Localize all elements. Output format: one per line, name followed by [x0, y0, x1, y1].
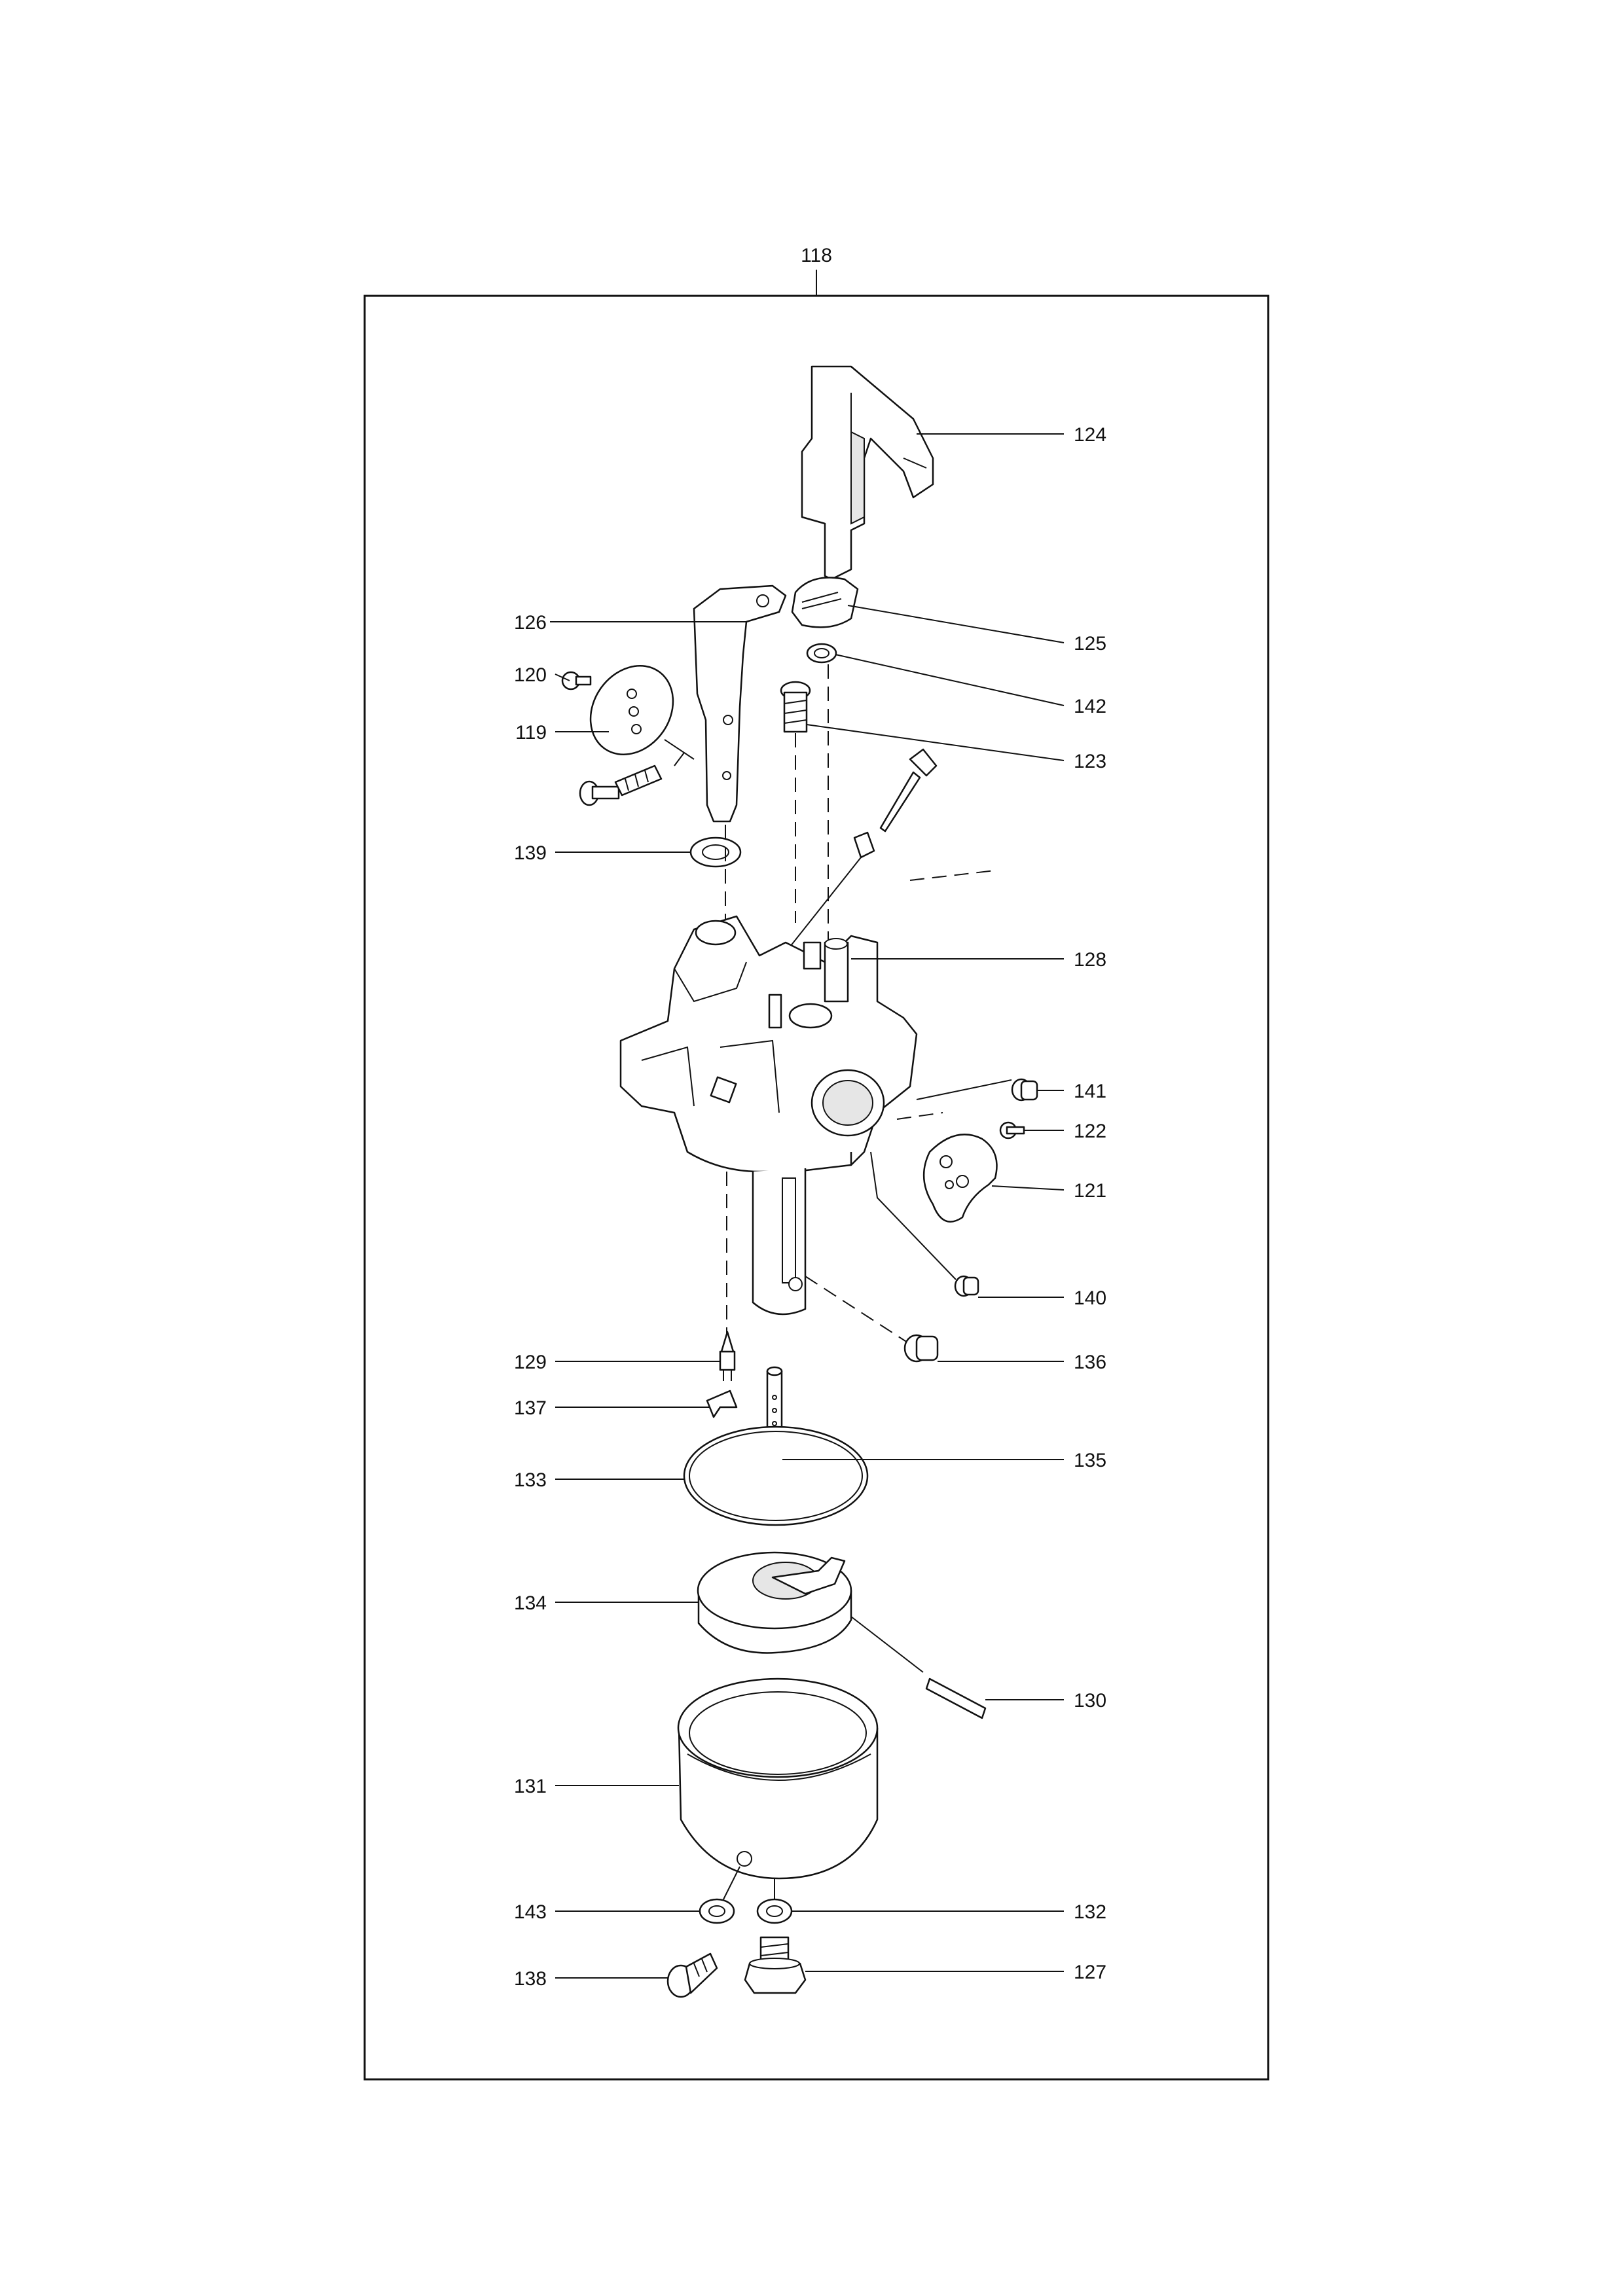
callout-124: 124 — [1074, 424, 1106, 446]
float-pin-part — [850, 1616, 987, 1719]
callout-122: 122 — [1074, 1121, 1106, 1142]
drain-screw-part — [666, 1952, 718, 1998]
callout-125: 125 — [1074, 633, 1106, 655]
callout-121: 121 — [1074, 1180, 1106, 1202]
bowl-nut-washer-part — [756, 1878, 793, 1924]
assembly-number: 118 — [801, 245, 832, 266]
callout-135: 135 — [1074, 1450, 1106, 1471]
callout-130: 130 — [1074, 1690, 1106, 1712]
callout-133: 133 — [514, 1469, 547, 1491]
callout-128: 128 — [1074, 949, 1106, 971]
throttle-shaft-part — [693, 584, 787, 823]
shaft-seal-part — [689, 836, 742, 868]
callout-141: 141 — [1074, 1081, 1106, 1102]
bowl-stem-part — [752, 1168, 807, 1316]
leader-lines — [550, 433, 1065, 1979]
drain-washer-part — [699, 1866, 740, 1924]
choke-lever-part — [801, 365, 934, 581]
callout-137: 137 — [514, 1397, 547, 1419]
welch-plug-part — [916, 1078, 1038, 1102]
float-needle-part — [719, 1331, 736, 1381]
callout-labels: 124 126 125 120 142 119 123 139 128 141 … — [514, 424, 1106, 1990]
callout-132: 132 — [1074, 1901, 1106, 1923]
callout-143: 143 — [514, 1901, 547, 1923]
float-part — [697, 1551, 852, 1654]
plate-screw-part — [561, 671, 592, 691]
callout-120: 120 — [514, 664, 547, 686]
callout-138: 138 — [514, 1968, 547, 1990]
choke-plate-part — [922, 1134, 998, 1223]
assembly-frame — [363, 295, 1269, 2081]
float-needle-pin-part — [772, 748, 938, 969]
mixture-screw-part — [579, 739, 695, 806]
bowl-gasket-part — [683, 1426, 869, 1526]
callout-142: 142 — [1074, 696, 1106, 717]
callout-123: 123 — [1074, 751, 1106, 772]
idle-screw-part — [780, 681, 811, 733]
callout-140: 140 — [1074, 1287, 1106, 1309]
callout-136: 136 — [1074, 1352, 1106, 1373]
bowl-plug-part — [903, 1334, 939, 1363]
callout-129: 129 — [514, 1352, 547, 1373]
needle-clip-part — [706, 1390, 738, 1418]
pilot-plug-part — [870, 1151, 979, 1297]
fuel-bowl-part — [677, 1677, 879, 1880]
throttle-plate-part — [589, 665, 674, 755]
bowl-nut-part — [744, 1936, 807, 1994]
callout-131: 131 — [514, 1776, 547, 1797]
callout-126: 126 — [514, 612, 547, 634]
callout-127: 127 — [1074, 1962, 1106, 1983]
callout-134: 134 — [514, 1592, 547, 1614]
idle-knob-part — [791, 577, 859, 628]
callout-139: 139 — [514, 842, 547, 864]
carburetor-body-part — [619, 915, 918, 1173]
callout-119: 119 — [515, 722, 547, 744]
choke-screw-part — [999, 1121, 1025, 1139]
